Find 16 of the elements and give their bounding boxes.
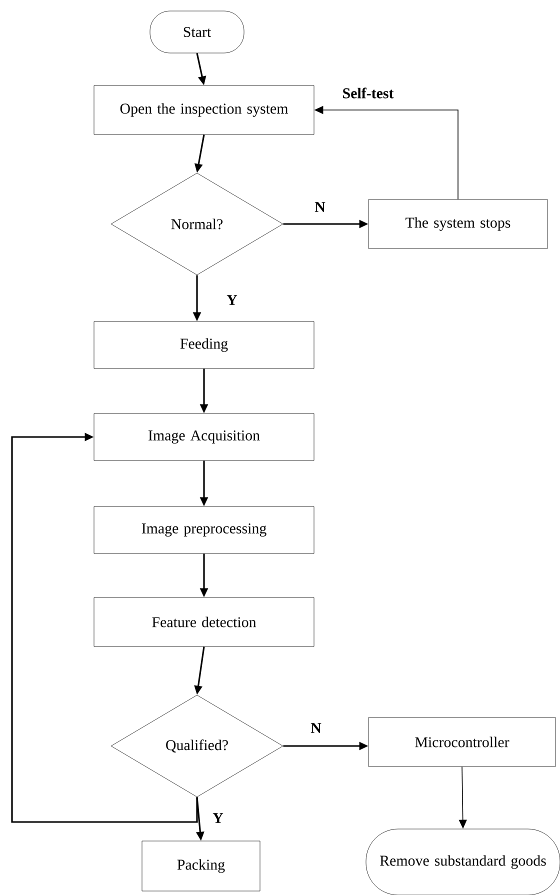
process-box: Feeding	[94, 321, 314, 369]
process-box: Packing	[142, 840, 260, 892]
process-box: Feature detection	[94, 597, 314, 647]
edge-label: N	[310, 722, 322, 734]
process-box: Image preprocessing	[94, 506, 314, 554]
terminal-box: Start	[150, 10, 244, 54]
process-box: Image Acquisition	[94, 413, 314, 461]
arrow	[11, 432, 198, 823]
edge-label: Self-test	[341, 86, 395, 100]
process-box: Open the inspection system	[94, 85, 314, 135]
process-box: Microcontroller	[368, 717, 556, 767]
edge-label: Y	[212, 812, 224, 824]
process-box: The system stops	[368, 199, 548, 249]
terminal-box: Remove substandard goods	[366, 828, 560, 895]
edge-label: Y	[226, 294, 238, 306]
edge-label: N	[314, 201, 326, 213]
